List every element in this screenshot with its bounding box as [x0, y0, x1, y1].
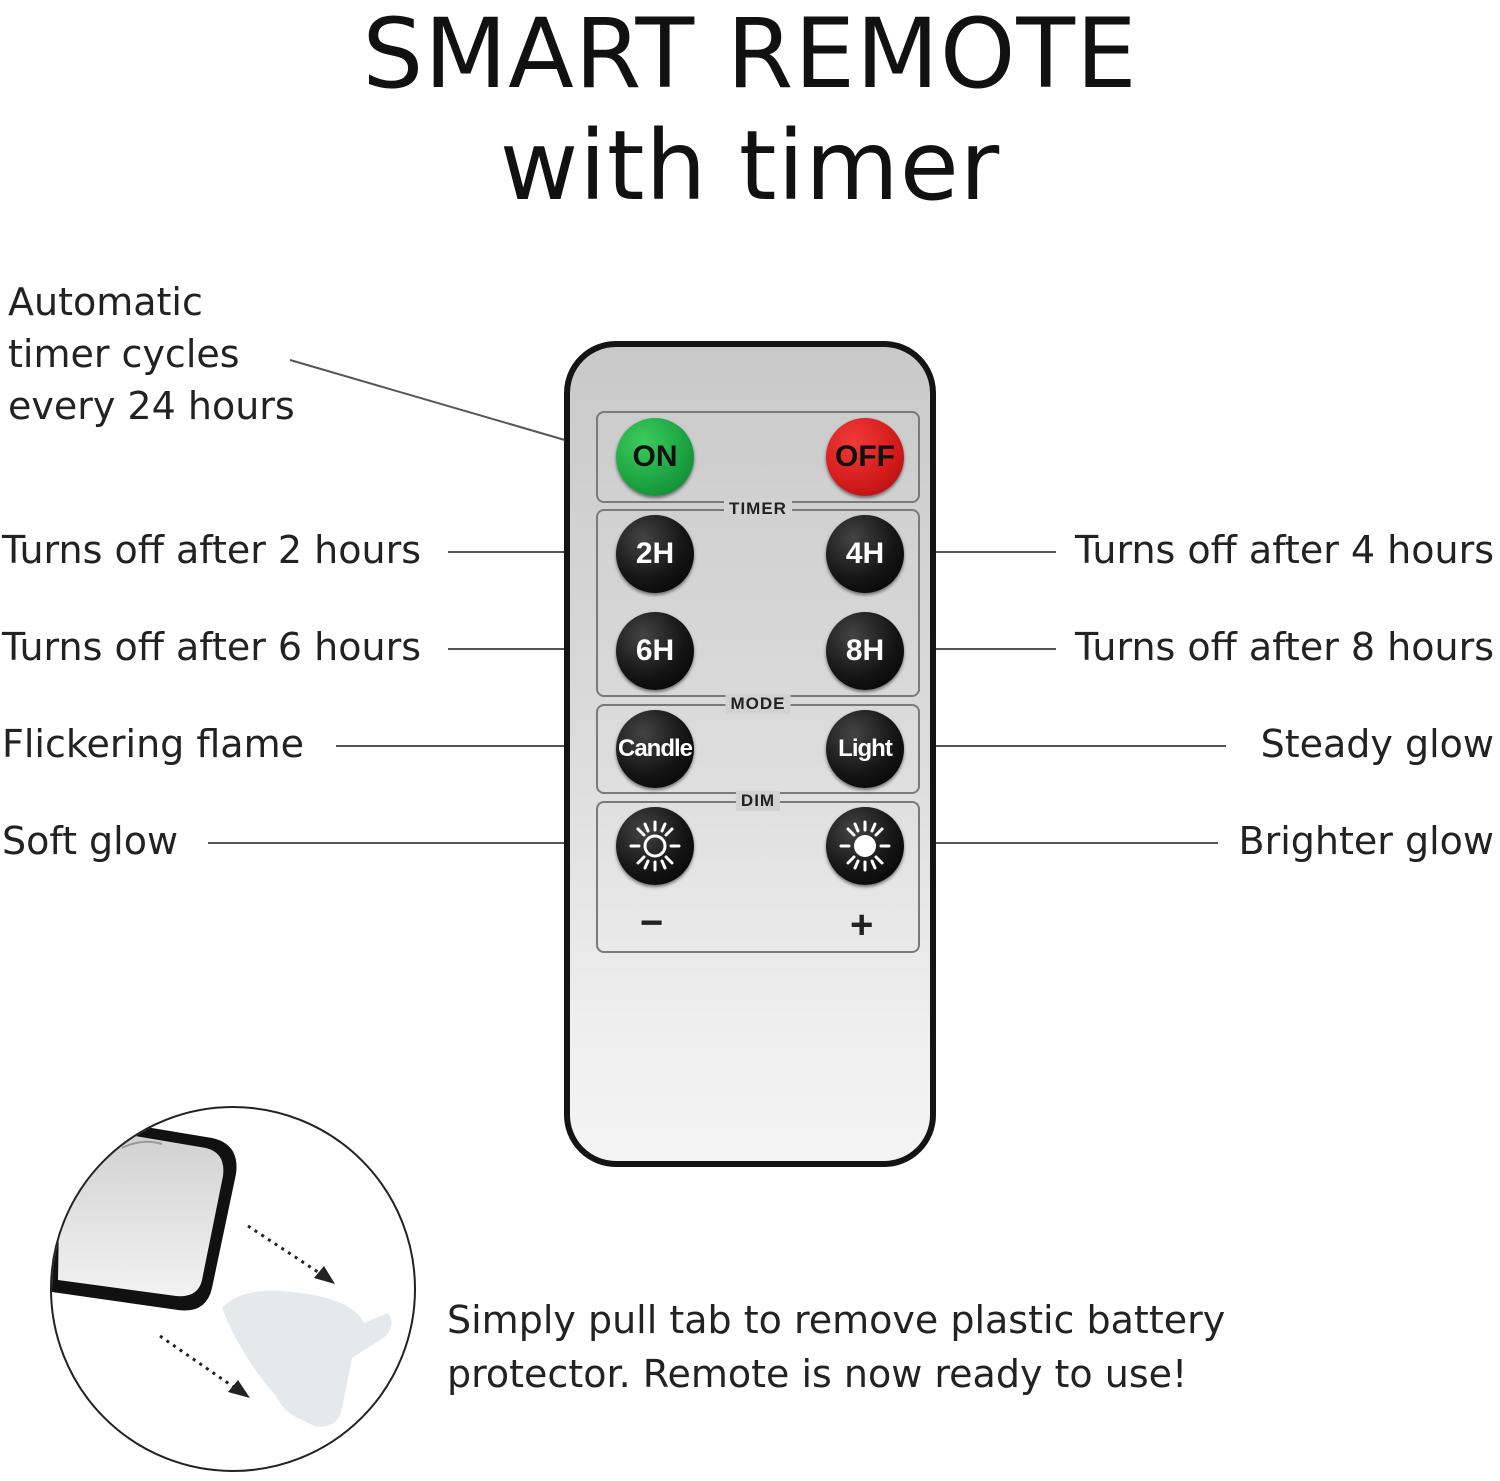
title-line-2: with timer [499, 110, 1001, 222]
label-dim-plus: Brighter glow [1238, 819, 1494, 863]
dim-minus-sign: − [640, 901, 664, 945]
dim-group: DIM [596, 791, 920, 953]
title-line-1: SMART REMOTE [362, 0, 1138, 110]
leader-line-light [896, 745, 1226, 747]
dim-group-title: DIM [735, 791, 781, 811]
dim-minus-button[interactable] [616, 807, 694, 885]
arrow-icon [247, 1224, 335, 1284]
leader-line-dim-minus [208, 842, 606, 844]
label-light: Steady glow [1260, 722, 1494, 766]
label-dim-minus: Soft glow [2, 819, 179, 863]
leader-line-6h [448, 648, 606, 650]
label-4h: Turns off after 4 hours [1074, 528, 1494, 572]
leader-line-dim-plus [896, 842, 1218, 844]
instruction-line-1: Simply pull tab to remove plastic batter… [447, 1298, 1226, 1342]
timer-8h-button[interactable]: 8H [826, 612, 904, 690]
sun-filled-icon [839, 820, 891, 872]
sun-outline-icon [629, 820, 681, 872]
annotation-line: every 24 hours [8, 384, 295, 428]
label-6h: Turns off after 6 hours [2, 625, 422, 669]
instruction-line-2: protector. Remote is now ready to use! [447, 1352, 1188, 1396]
dim-plus-button[interactable] [826, 807, 904, 885]
timer-cycle-annotation: Automatic timer cycles every 24 hours [8, 276, 295, 432]
label-2h: Turns off after 2 hours [2, 528, 422, 572]
battery-pull-tab [222, 1290, 392, 1427]
candle-mode-button[interactable]: Candle [616, 710, 694, 788]
arrow-icon [159, 1334, 250, 1398]
power-group: ON OFF [596, 411, 920, 503]
timer-2h-button[interactable]: 2H [616, 515, 694, 593]
label-candle: Flickering flame [2, 722, 304, 766]
annotation-line: timer cycles [8, 332, 240, 376]
label-8h: Turns off after 8 hours [1074, 625, 1494, 669]
timer-group: TIMER 2H 4H 6H 8H [596, 499, 920, 697]
timer-6h-button[interactable]: 6H [616, 612, 694, 690]
timer-group-title: TIMER [724, 499, 792, 519]
dim-plus-sign: + [850, 903, 874, 947]
battery-tab-illustration [52, 1118, 392, 1427]
leader-line-4h [896, 551, 1056, 553]
battery-instruction: Simply pull tab to remove plastic batter… [447, 1293, 1225, 1401]
leader-line-8h [896, 648, 1056, 650]
leader-line-candle [336, 745, 606, 747]
mode-group: MODE Candle Light [596, 694, 920, 794]
annotation-line: Automatic [8, 280, 203, 324]
battery-tab-zoom-illustration [50, 1106, 416, 1472]
light-mode-button[interactable]: Light [826, 710, 904, 788]
remote-control: ON OFF TIMER 2H 4H 6H 8H MODE Candle Lig… [564, 341, 936, 1167]
timer-4h-button[interactable]: 4H [826, 515, 904, 593]
mode-group-title: MODE [725, 694, 791, 714]
on-button[interactable]: ON [616, 418, 694, 496]
off-button[interactable]: OFF [826, 418, 904, 496]
leader-line-2h [448, 551, 606, 553]
